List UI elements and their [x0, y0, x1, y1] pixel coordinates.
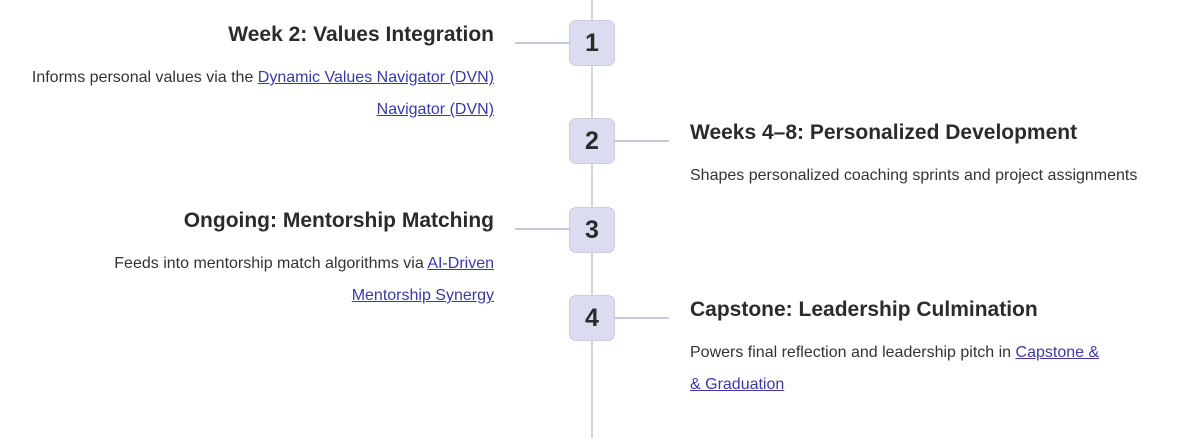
milestone-description: Feeds into mentorship match algorithms v… — [114, 248, 494, 280]
milestone-description-cont: & Graduation — [690, 369, 1099, 401]
dvn-link-continued[interactable]: Navigator (DVN) — [376, 101, 494, 118]
milestone-badge-3: 3 — [570, 208, 614, 252]
milestone-number: 4 — [585, 303, 599, 332]
milestone-number: 3 — [585, 215, 599, 244]
milestone-badge-1: 1 — [570, 21, 614, 65]
description-text: Informs personal values via the — [31, 69, 258, 86]
dvn-link[interactable]: Dynamic Values Navigator (DVN) — [257, 69, 494, 86]
connector-4 — [613, 317, 669, 319]
milestone-title: Week 2: Values Integration — [228, 23, 494, 46]
description-text: Feeds into mentorship match algorithms v… — [114, 255, 428, 272]
milestone-title: Ongoing: Mentorship Matching — [183, 209, 494, 232]
milestone-badge-4: 4 — [570, 296, 614, 340]
capstone-link[interactable]: Capstone & — [1015, 344, 1100, 361]
milestone-number: 1 — [585, 28, 599, 57]
milestone-number: 2 — [585, 126, 599, 155]
milestone-3: Ongoing: Mentorship Matching Feeds into … — [114, 208, 494, 312]
connector-3 — [515, 228, 571, 230]
milestone-description: Shapes personalized coaching sprints and… — [690, 167, 1138, 184]
milestone-title: Weeks 4–8: Personalized Development — [690, 121, 1078, 144]
milestone-title: Capstone: Leadership Culmination — [690, 298, 1038, 321]
milestone-2: Weeks 4–8: Personalized Development Shap… — [690, 120, 1137, 192]
milestone-description-cont: Mentorship Synergy — [114, 280, 494, 312]
connector-1 — [515, 42, 571, 44]
milestone-4: Capstone: Leadership Culmination Powers … — [690, 297, 1099, 401]
ai-mentorship-link-continued[interactable]: Mentorship Synergy — [351, 287, 494, 304]
ai-mentorship-link[interactable]: AI-Driven — [427, 255, 494, 272]
capstone-link-continued[interactable]: & Graduation — [690, 376, 785, 393]
milestone-description: Powers final reflection and leadership p… — [690, 337, 1099, 369]
milestone-description: Informs personal values via the Dynamic … — [32, 62, 494, 94]
milestone-1: Week 2: Values Integration Informs perso… — [32, 22, 494, 126]
connector-2 — [613, 140, 669, 142]
milestone-badge-2: 2 — [570, 119, 614, 163]
milestone-description-cont: Navigator (DVN) — [32, 94, 494, 126]
description-text: Powers final reflection and leadership p… — [690, 344, 1016, 361]
